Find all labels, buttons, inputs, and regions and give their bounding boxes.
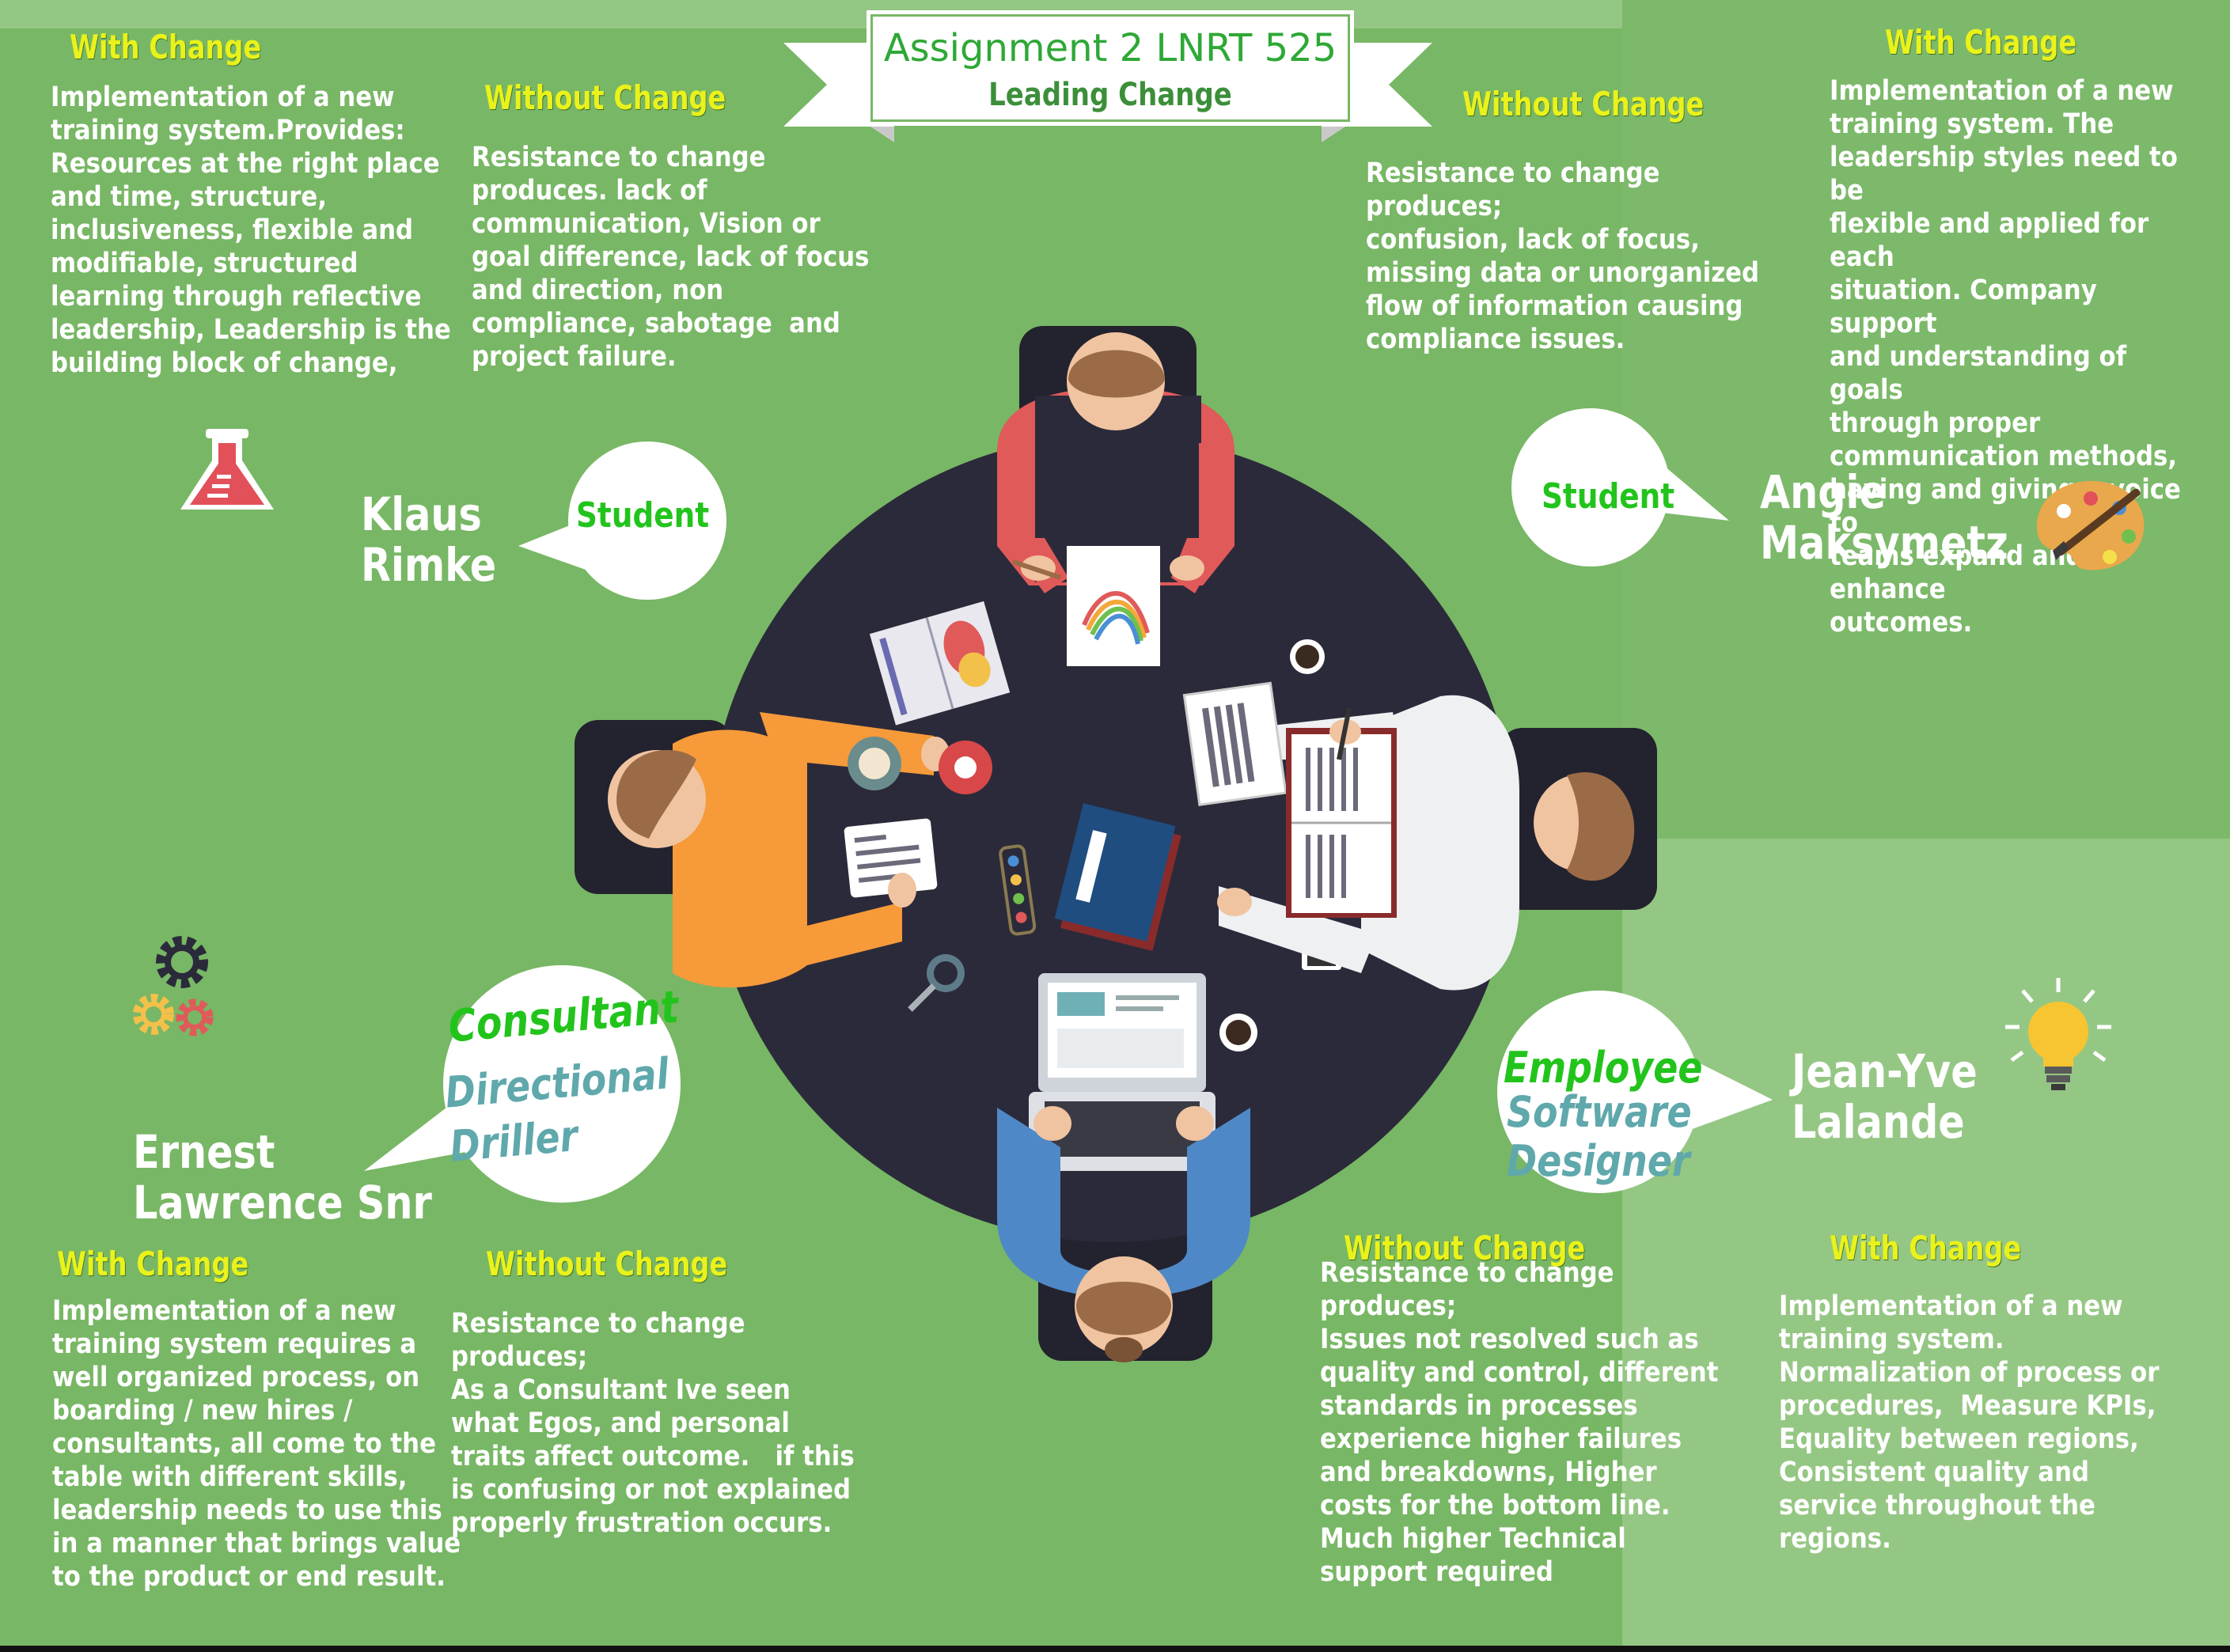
flask-icon — [180, 429, 274, 510]
jean-role-line2: Software — [1507, 1087, 1692, 1137]
jean-with-change-header: With Change — [1830, 1229, 2022, 1267]
jean-speech-bubble — [1497, 991, 1773, 1193]
ernest-speech-bubble — [364, 965, 681, 1203]
palette-icon — [2036, 480, 2145, 570]
ernest-without-change-header: Without Change — [486, 1245, 728, 1283]
angie-without-change-text: Resistance to change produces; confusion… — [1366, 157, 1760, 355]
angie-role: Student — [1542, 476, 1675, 517]
background-right-bottom — [1622, 839, 2230, 1652]
lightbulb-icon — [2005, 978, 2111, 1090]
angie-speech-bubble — [1511, 408, 1729, 566]
jean-without-change-text: Resistance to change produces; Issues no… — [1320, 1257, 1719, 1588]
jean-name: Jean-Yve Lalande — [1792, 1044, 1978, 1149]
ernest-with-change-header: With Change — [57, 1245, 249, 1283]
klaus-speech-bubble — [518, 441, 726, 600]
page-subtitle: Leading Change — [988, 77, 1232, 113]
ernest-with-change-text: Implementation of a new training system … — [52, 1295, 461, 1593]
ernest-name: Ernest Lawrence Snr — [133, 1125, 432, 1230]
angie-with-change-header: With Change — [1885, 23, 2077, 62]
bottom-border — [0, 1646, 2230, 1652]
klaus-with-change-header: With Change — [70, 28, 262, 66]
ernest-without-change-text: Resistance to change produces; As a Cons… — [451, 1308, 855, 1539]
jean-role-line1: Employee — [1504, 1043, 1703, 1093]
background-top-strip — [0, 0, 1622, 28]
klaus-name: Klaus Rimke — [361, 487, 497, 592]
jean-role-line3: Designer — [1507, 1136, 1690, 1186]
background-right-top — [1622, 0, 2230, 839]
page-title: Assignment 2 LNRT 525 — [883, 26, 1337, 70]
angie-without-change-header: Without Change — [1462, 85, 1705, 123]
jean-with-change-text: Implementation of a new training system.… — [1779, 1290, 2160, 1555]
klaus-without-change-text: Resistance to change produces. lack of c… — [472, 142, 870, 373]
klaus-without-change-header: Without Change — [484, 78, 726, 117]
gears-icon — [133, 936, 214, 1036]
angie-name: Angie Maksymetz — [1760, 465, 2008, 570]
klaus-with-change-text: Implementation of a new training system.… — [51, 81, 451, 379]
angie-with-change-text: Implementation of a new training system.… — [1830, 75, 2181, 638]
klaus-role: Student — [576, 495, 710, 536]
title-banner: Assignment 2 LNRT 525 Leading Change — [870, 14, 1350, 122]
jean-without-change-header: Without Change — [1344, 1229, 1586, 1267]
meeting-table-illustration — [575, 326, 1657, 1362]
